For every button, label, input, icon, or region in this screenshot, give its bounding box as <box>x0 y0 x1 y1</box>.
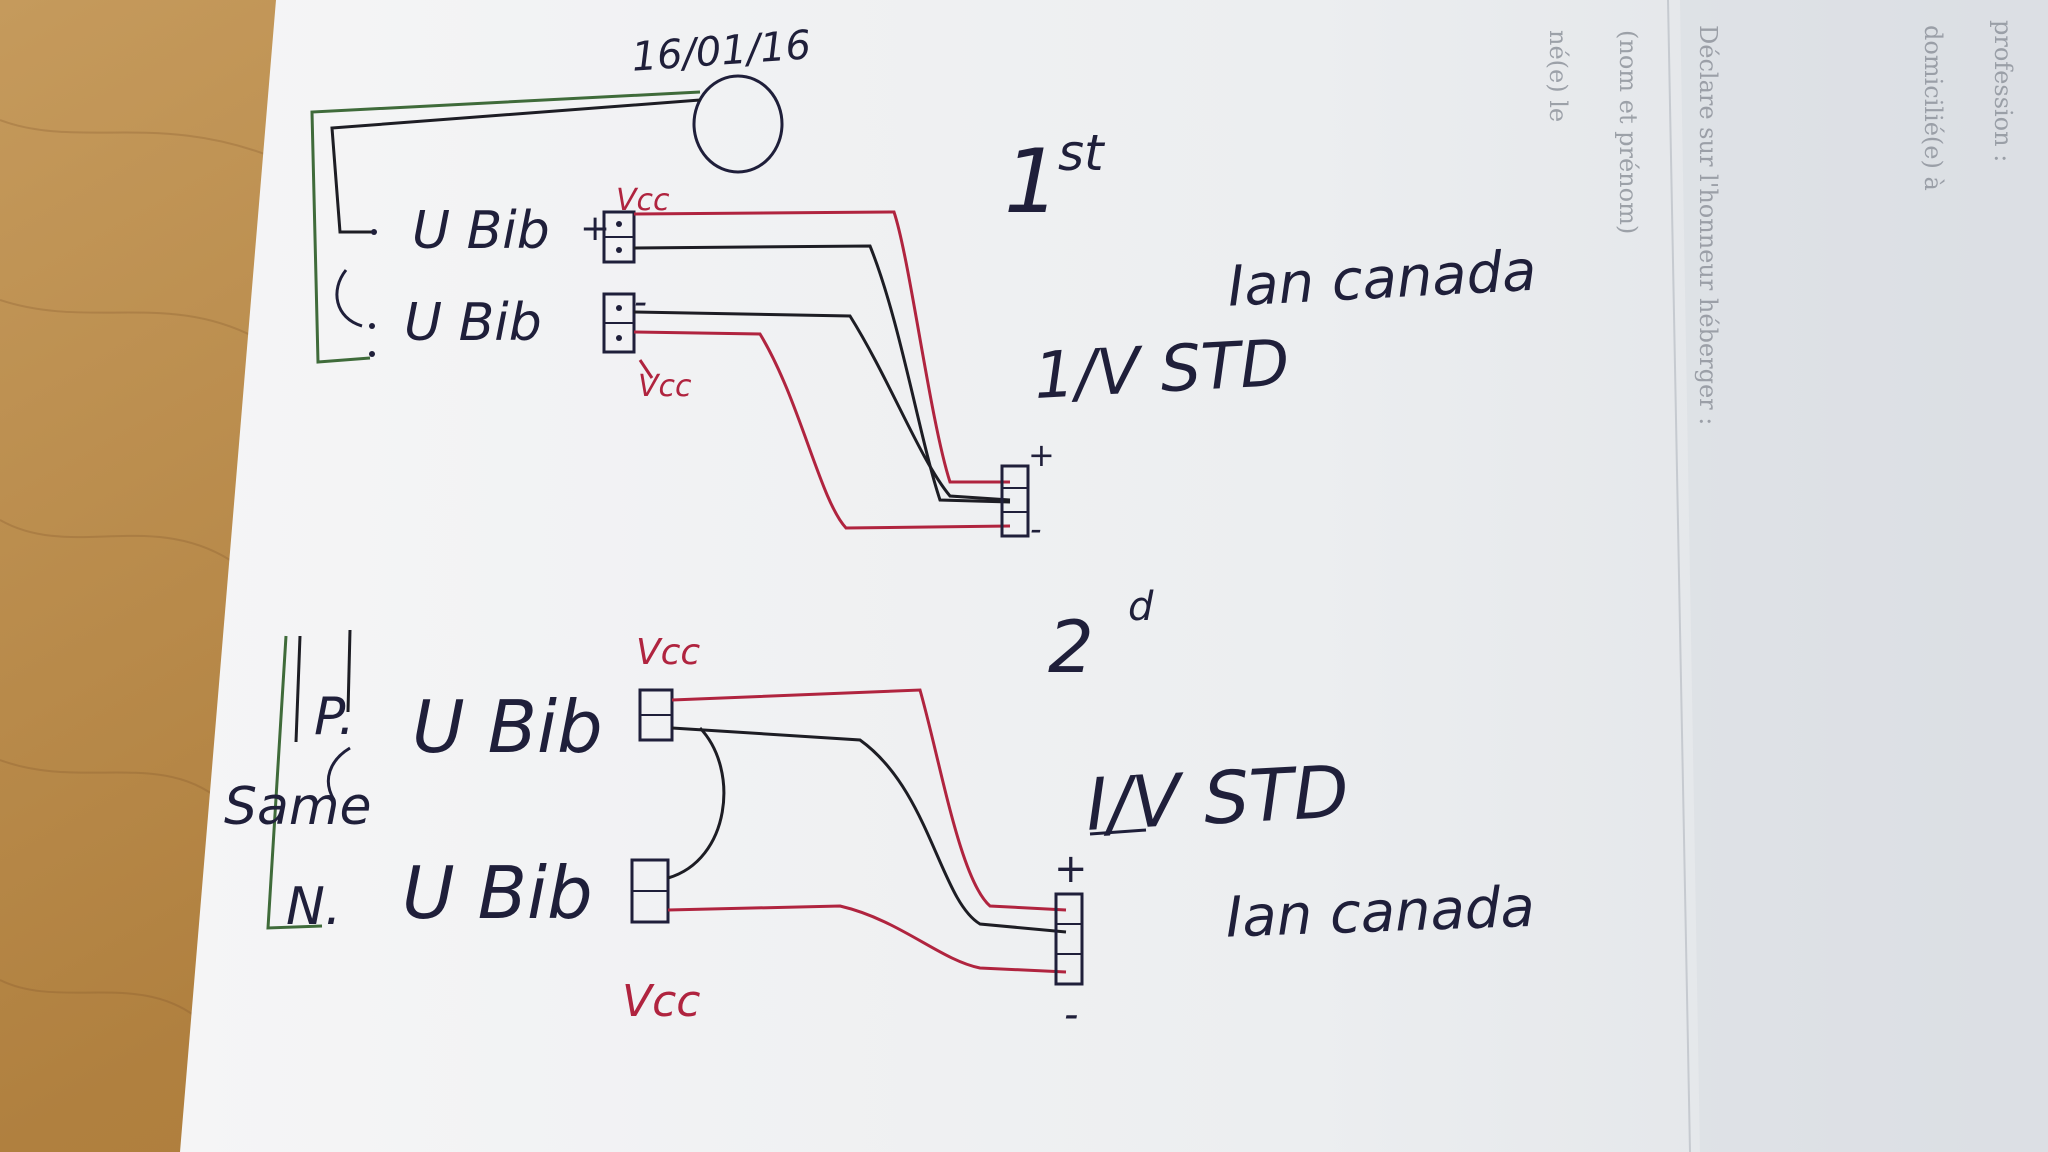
vcc-top-1: Vcc <box>616 183 670 218</box>
std-underline <box>1089 828 1147 836</box>
same-label-2: Same <box>224 777 372 837</box>
ubib-top-label-2: U Bib <box>412 685 603 769</box>
green-wire-1 <box>310 90 701 364</box>
green-wire-2 <box>266 635 323 930</box>
wood-grain <box>0 119 281 1021</box>
maker-label-1: Ian canada <box>1226 239 1538 320</box>
jumper-wire-2 <box>667 726 726 880</box>
vcc-bottom-1: Vcc <box>638 369 692 404</box>
black-wire-top-1 <box>633 244 1011 504</box>
heading-suffix-1: st <box>1058 124 1106 182</box>
prefix-n-2: N. <box>286 877 341 937</box>
vcc-bottom-2: Vcc <box>622 976 700 1027</box>
conn-minus-1: - <box>1030 510 1042 548</box>
form-line-4: (nom et prénom) <box>1614 30 1642 234</box>
connector-pin <box>616 335 622 341</box>
diagram-1: 16/01/16 U Bib U Bib + - Vcc Vcc <box>310 22 1538 548</box>
black-wire-top-2 <box>671 726 1067 934</box>
vcc-tick <box>638 359 654 379</box>
c-mark-2 <box>326 746 351 801</box>
heading-suffix-2: d <box>1128 584 1154 630</box>
form-line-2: domicilié(e) à <box>1919 25 1947 191</box>
connector-pin <box>616 221 622 227</box>
black-wire-bottom-1 <box>633 310 1011 502</box>
diagram-2: 2 d Same P. N. U Bib U Bib Vcc Vcc <box>224 584 1536 1038</box>
terminal-dot <box>369 323 375 329</box>
ubib-top-label-1: U Bib <box>412 201 550 261</box>
maker-label-2: Ian canada <box>1225 875 1536 951</box>
output-connector-1 <box>1000 464 1030 538</box>
paper-shade <box>1680 0 2048 1152</box>
top-plus-1: + <box>580 208 610 249</box>
paper-fold <box>1667 0 1691 1152</box>
black-wire-2a <box>294 635 302 743</box>
connector-pin <box>616 247 622 253</box>
heading-number-2: 2 <box>1048 605 1094 689</box>
background-form-text: profession : domicilié(e) à Déclare sur … <box>1544 20 2017 425</box>
red-wire-bottom-1 <box>633 330 1011 530</box>
connector-pin <box>616 305 622 311</box>
potentiometer-circle <box>692 74 784 174</box>
form-line-5: né(e) le <box>1544 30 1572 122</box>
conn-plus-2: + <box>1054 846 1088 892</box>
red-wire-top-1 <box>633 210 1010 484</box>
red-wire-bottom-2 <box>667 904 1067 974</box>
prefix-p-2: P. <box>314 687 355 747</box>
heading-number-1: 1 <box>1004 130 1060 233</box>
paper-sheet <box>180 0 2048 1152</box>
black-wire-2b <box>346 629 352 713</box>
black-wire-loop-1 <box>330 98 701 234</box>
bottom-minus-1: - <box>634 282 647 323</box>
conn-minus-2: - <box>1064 992 1078 1038</box>
std-label-1: 1/V STD <box>1032 327 1291 414</box>
ubib-bottom-label-2: U Bib <box>402 851 593 935</box>
red-wire-top-2 <box>671 688 1067 912</box>
c-mark-1 <box>335 269 363 328</box>
form-line-3: Déclare sur l'honneur héberger : <box>1694 25 1722 425</box>
conn-plus-1: + <box>1028 436 1055 474</box>
output-connector-2 <box>1054 892 1084 986</box>
ubib-bottom-label-1: U Bib <box>404 293 542 353</box>
vcc-top-2: Vcc <box>636 632 700 673</box>
terminal-dot <box>371 229 377 235</box>
form-line-1: profession : <box>1989 20 2017 162</box>
terminal-dot <box>369 351 375 357</box>
